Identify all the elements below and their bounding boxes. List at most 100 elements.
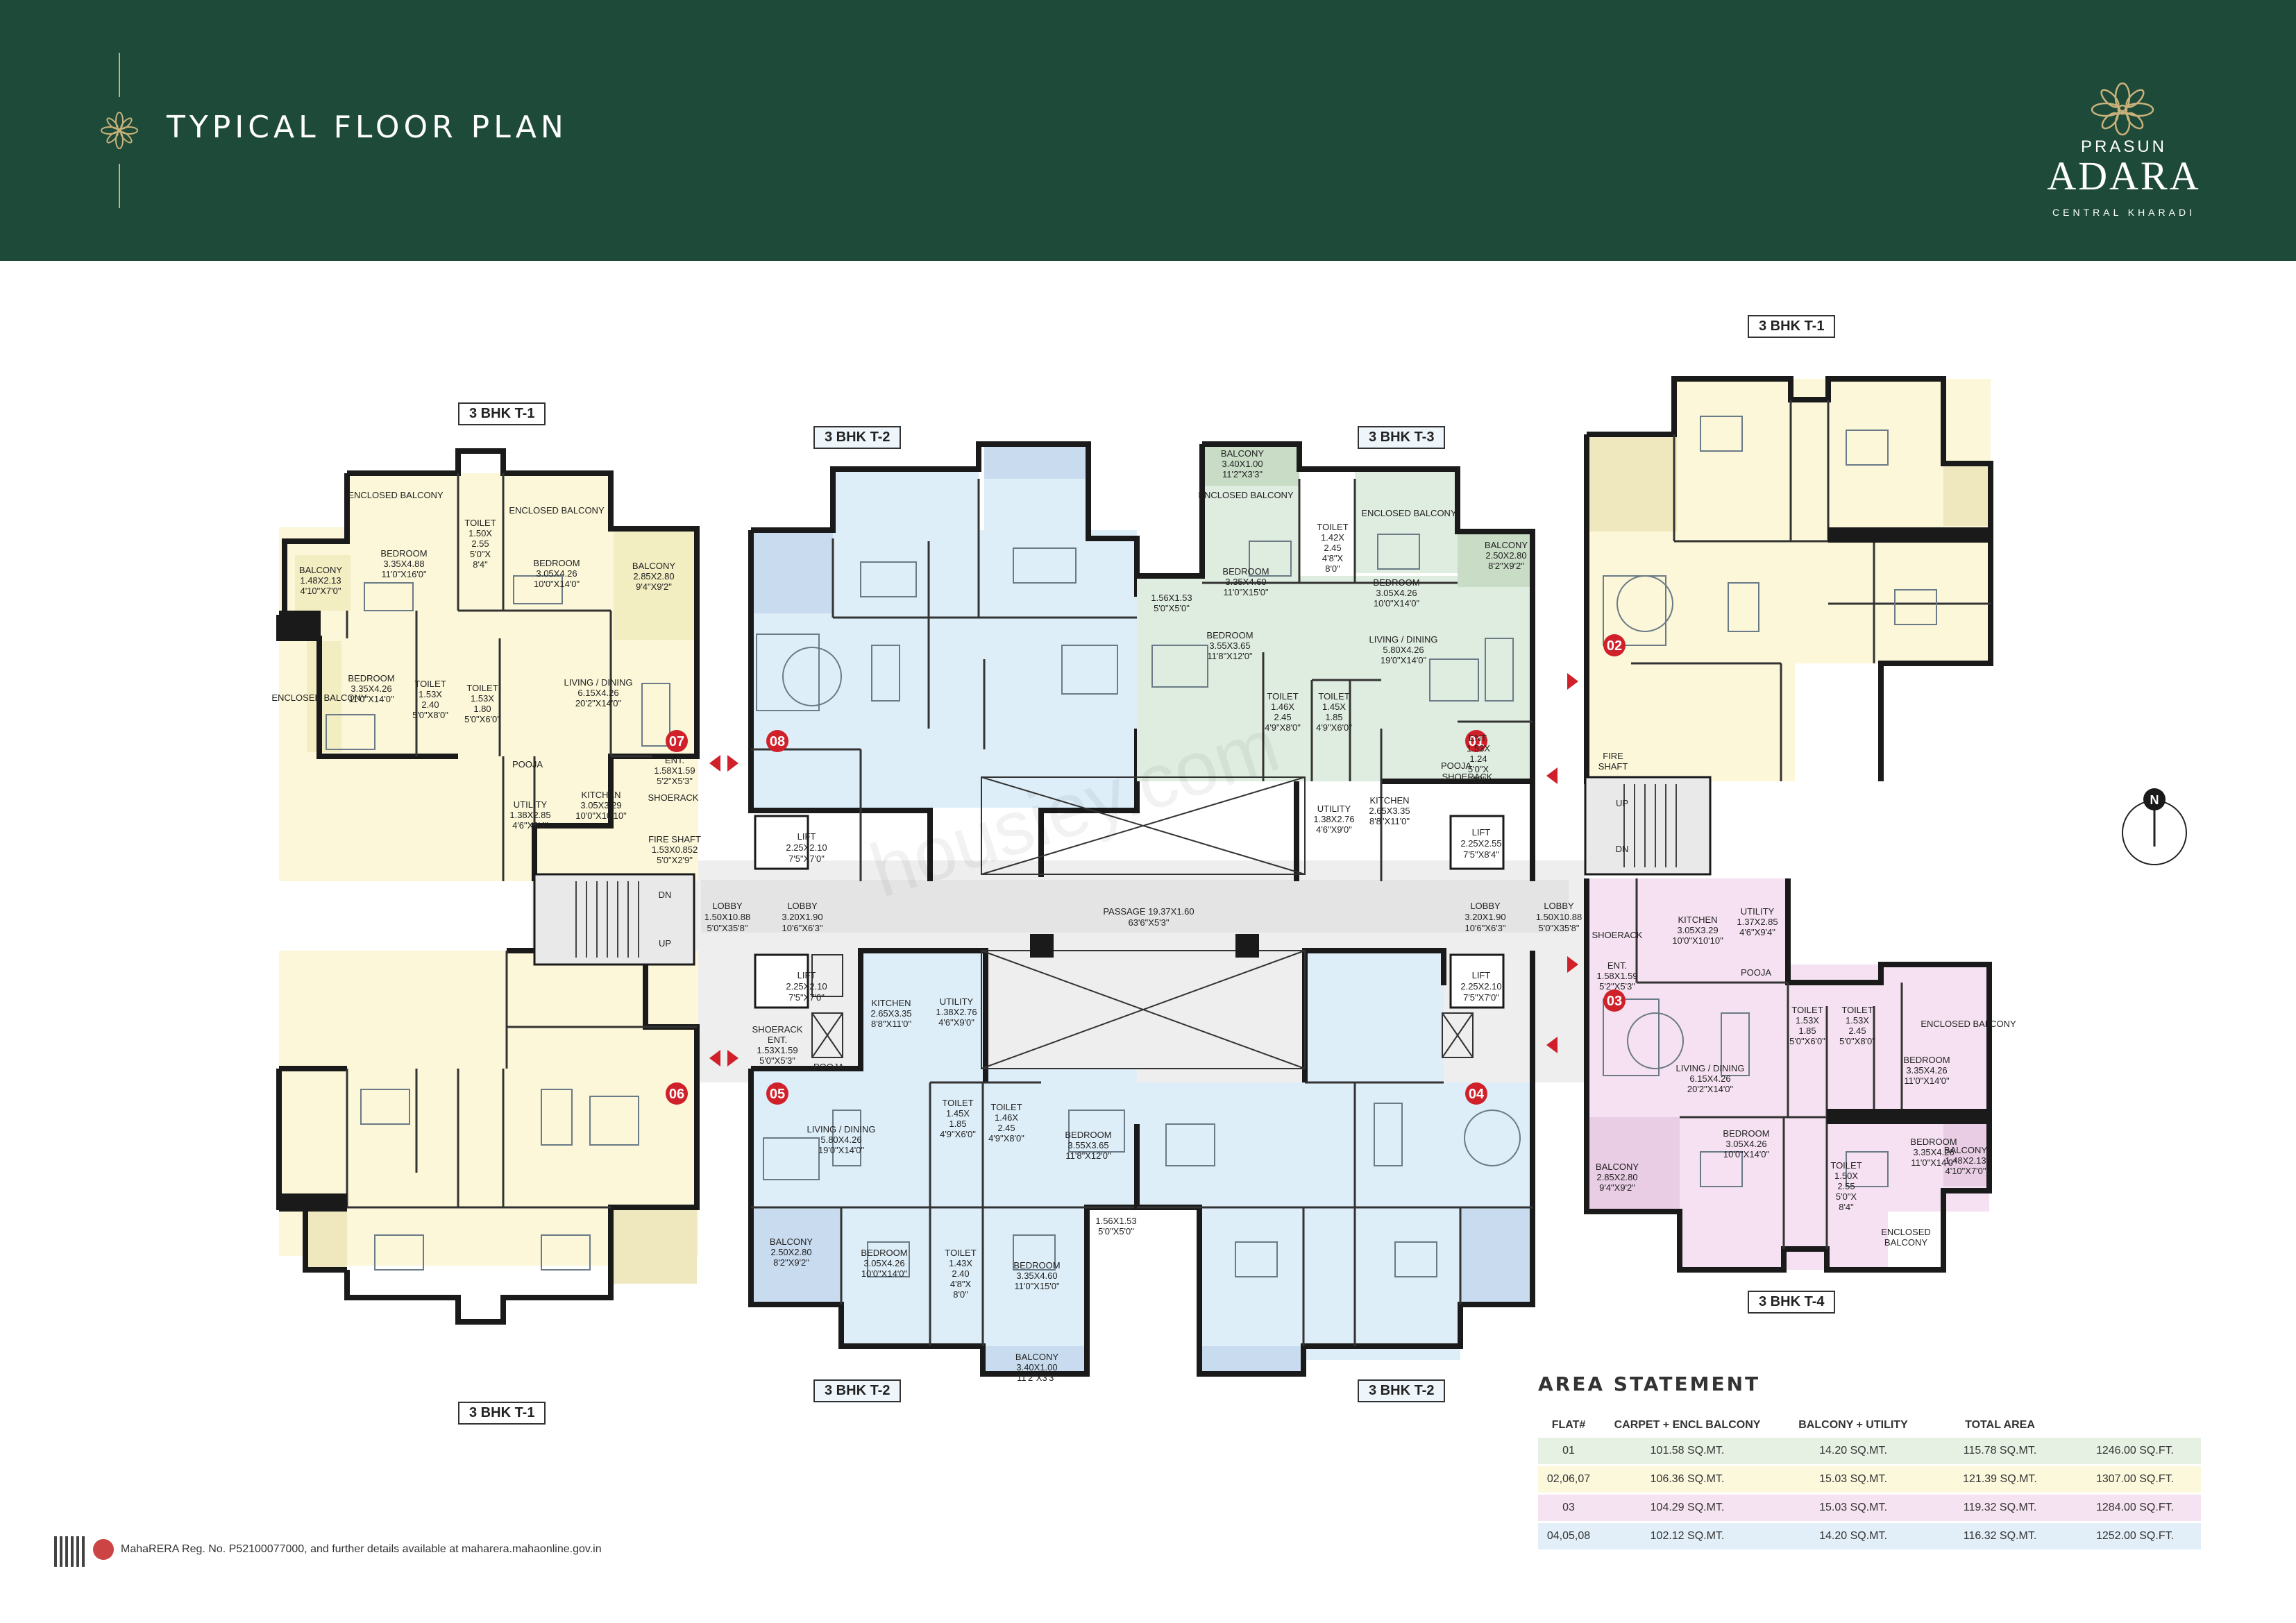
svg-text:LIFT: LIFT — [1472, 970, 1491, 980]
svg-text:LOBBY: LOBBY — [1544, 901, 1574, 911]
svg-text:3.20X1.90: 3.20X1.90 — [1464, 912, 1505, 922]
svg-text:2.25X2.10: 2.25X2.10 — [786, 842, 827, 853]
logo-brand: PRASUN — [2080, 137, 2168, 156]
flat-01 — [1137, 441, 1535, 881]
table-row: 01 101.58 SQ.MT. 14.20 SQ.MT. 115.78 SQ.… — [1538, 1438, 2201, 1466]
flat-04 — [1134, 948, 1535, 1377]
header-carpet: CARPET + ENCL BALCONY — [1614, 1419, 1761, 1431]
qr-code[interactable] — [54, 1536, 85, 1567]
svg-text:7'5"X7'0": 7'5"X7'0" — [788, 853, 825, 864]
header: TYPICAL FLOOR PLAN PRASUN ADARA CENTRAL … — [0, 0, 2296, 261]
type-label-t1-top-right: 3 BHK T-1 — [1748, 315, 1836, 338]
type-label-t2-top: 3 BHK T-2 — [813, 426, 902, 449]
flat-number-07: 07 — [669, 734, 684, 749]
core — [533, 776, 1712, 1069]
header-total-sqft — [2069, 1413, 2201, 1438]
type-label-t1-top-left: 3 BHK T-1 — [458, 402, 546, 425]
type-label-t2-bottom-a: 3 BHK T-2 — [813, 1379, 902, 1402]
flat-number-06: 06 — [669, 1087, 684, 1102]
svg-text:UP: UP — [1616, 798, 1628, 808]
table-row: 02,06,07 106.36 SQ.MT. 15.03 SQ.MT. 121.… — [1538, 1465, 2201, 1495]
svg-text:2.25X2.10: 2.25X2.10 — [786, 981, 827, 992]
page-title: TYPICAL FLOOR PLAN — [167, 110, 568, 145]
svg-text:LOBBY: LOBBY — [787, 901, 818, 911]
svg-text:2.25X2.55: 2.25X2.55 — [1460, 838, 1501, 849]
type-label-t3-top: 3 BHK T-3 — [1358, 426, 1446, 449]
type-label-t4: 3 BHK T-4 — [1748, 1291, 1836, 1314]
logo-location: CENTRAL KHARADI — [2052, 207, 2195, 218]
table-row: 03 104.29 SQ.MT. 15.03 SQ.MT. 119.32 SQ.… — [1538, 1493, 2201, 1523]
area-table-header: FLAT# CARPET + ENCL BALCONY BALCONY + UT… — [1538, 1413, 2201, 1438]
flat-06 — [276, 948, 700, 1325]
svg-text:5'0"X35'8": 5'0"X35'8" — [707, 923, 748, 933]
flat-07 — [276, 448, 700, 881]
flat-number-04: 04 — [1469, 1087, 1485, 1102]
logo-flower-icon — [2091, 82, 2154, 136]
svg-text:3.20X1.90: 3.20X1.90 — [782, 912, 822, 922]
flat-number-02: 02 — [1607, 638, 1622, 654]
svg-text:5'0"X35'8": 5'0"X35'8" — [1538, 923, 1579, 933]
svg-text:LIFT: LIFT — [797, 970, 816, 980]
north-compass: N — [2122, 788, 2187, 865]
room-label: POOJA — [1741, 967, 1771, 978]
flat-number-01: 01 — [1469, 734, 1484, 749]
svg-text:PASSAGE 19.37X1.60: PASSAGE 19.37X1.60 — [1103, 906, 1194, 917]
svg-text:LOBBY: LOBBY — [712, 901, 743, 911]
svg-text:UP: UP — [659, 938, 671, 949]
type-label-t2-bottom-b: 3 BHK T-2 — [1358, 1379, 1446, 1402]
flat-05 — [748, 948, 1140, 1377]
room-label: SHOERACK — [648, 792, 699, 803]
room-label: SHOERACK — [1442, 772, 1493, 782]
header-total: TOTAL AREA — [1965, 1419, 2035, 1431]
room-label: ENCLOSED BALCONY — [1198, 490, 1294, 500]
svg-text:2.25X2.10: 2.25X2.10 — [1460, 981, 1501, 992]
table-row: 04,05,08 102.12 SQ.MT. 14.20 SQ.MT. 116.… — [1538, 1522, 2201, 1552]
room-label: ENCLOSED BALCONY — [509, 505, 605, 516]
flat-number-08: 08 — [770, 734, 785, 749]
flower-icon — [101, 112, 138, 149]
header-divider-top — [119, 53, 120, 97]
svg-text:LIFT: LIFT — [1472, 827, 1491, 838]
flat-number-03: 03 — [1607, 994, 1622, 1009]
room-label: SHOERACK — [1592, 930, 1643, 940]
room-label: ENCLOSED BALCONY — [348, 490, 444, 500]
header-divider-bottom — [119, 164, 120, 208]
floor-plan: .wall{fill:none;stroke:#1a1a1a;stroke-wi… — [271, 376, 2187, 1383]
svg-text:DN: DN — [1616, 844, 1629, 854]
